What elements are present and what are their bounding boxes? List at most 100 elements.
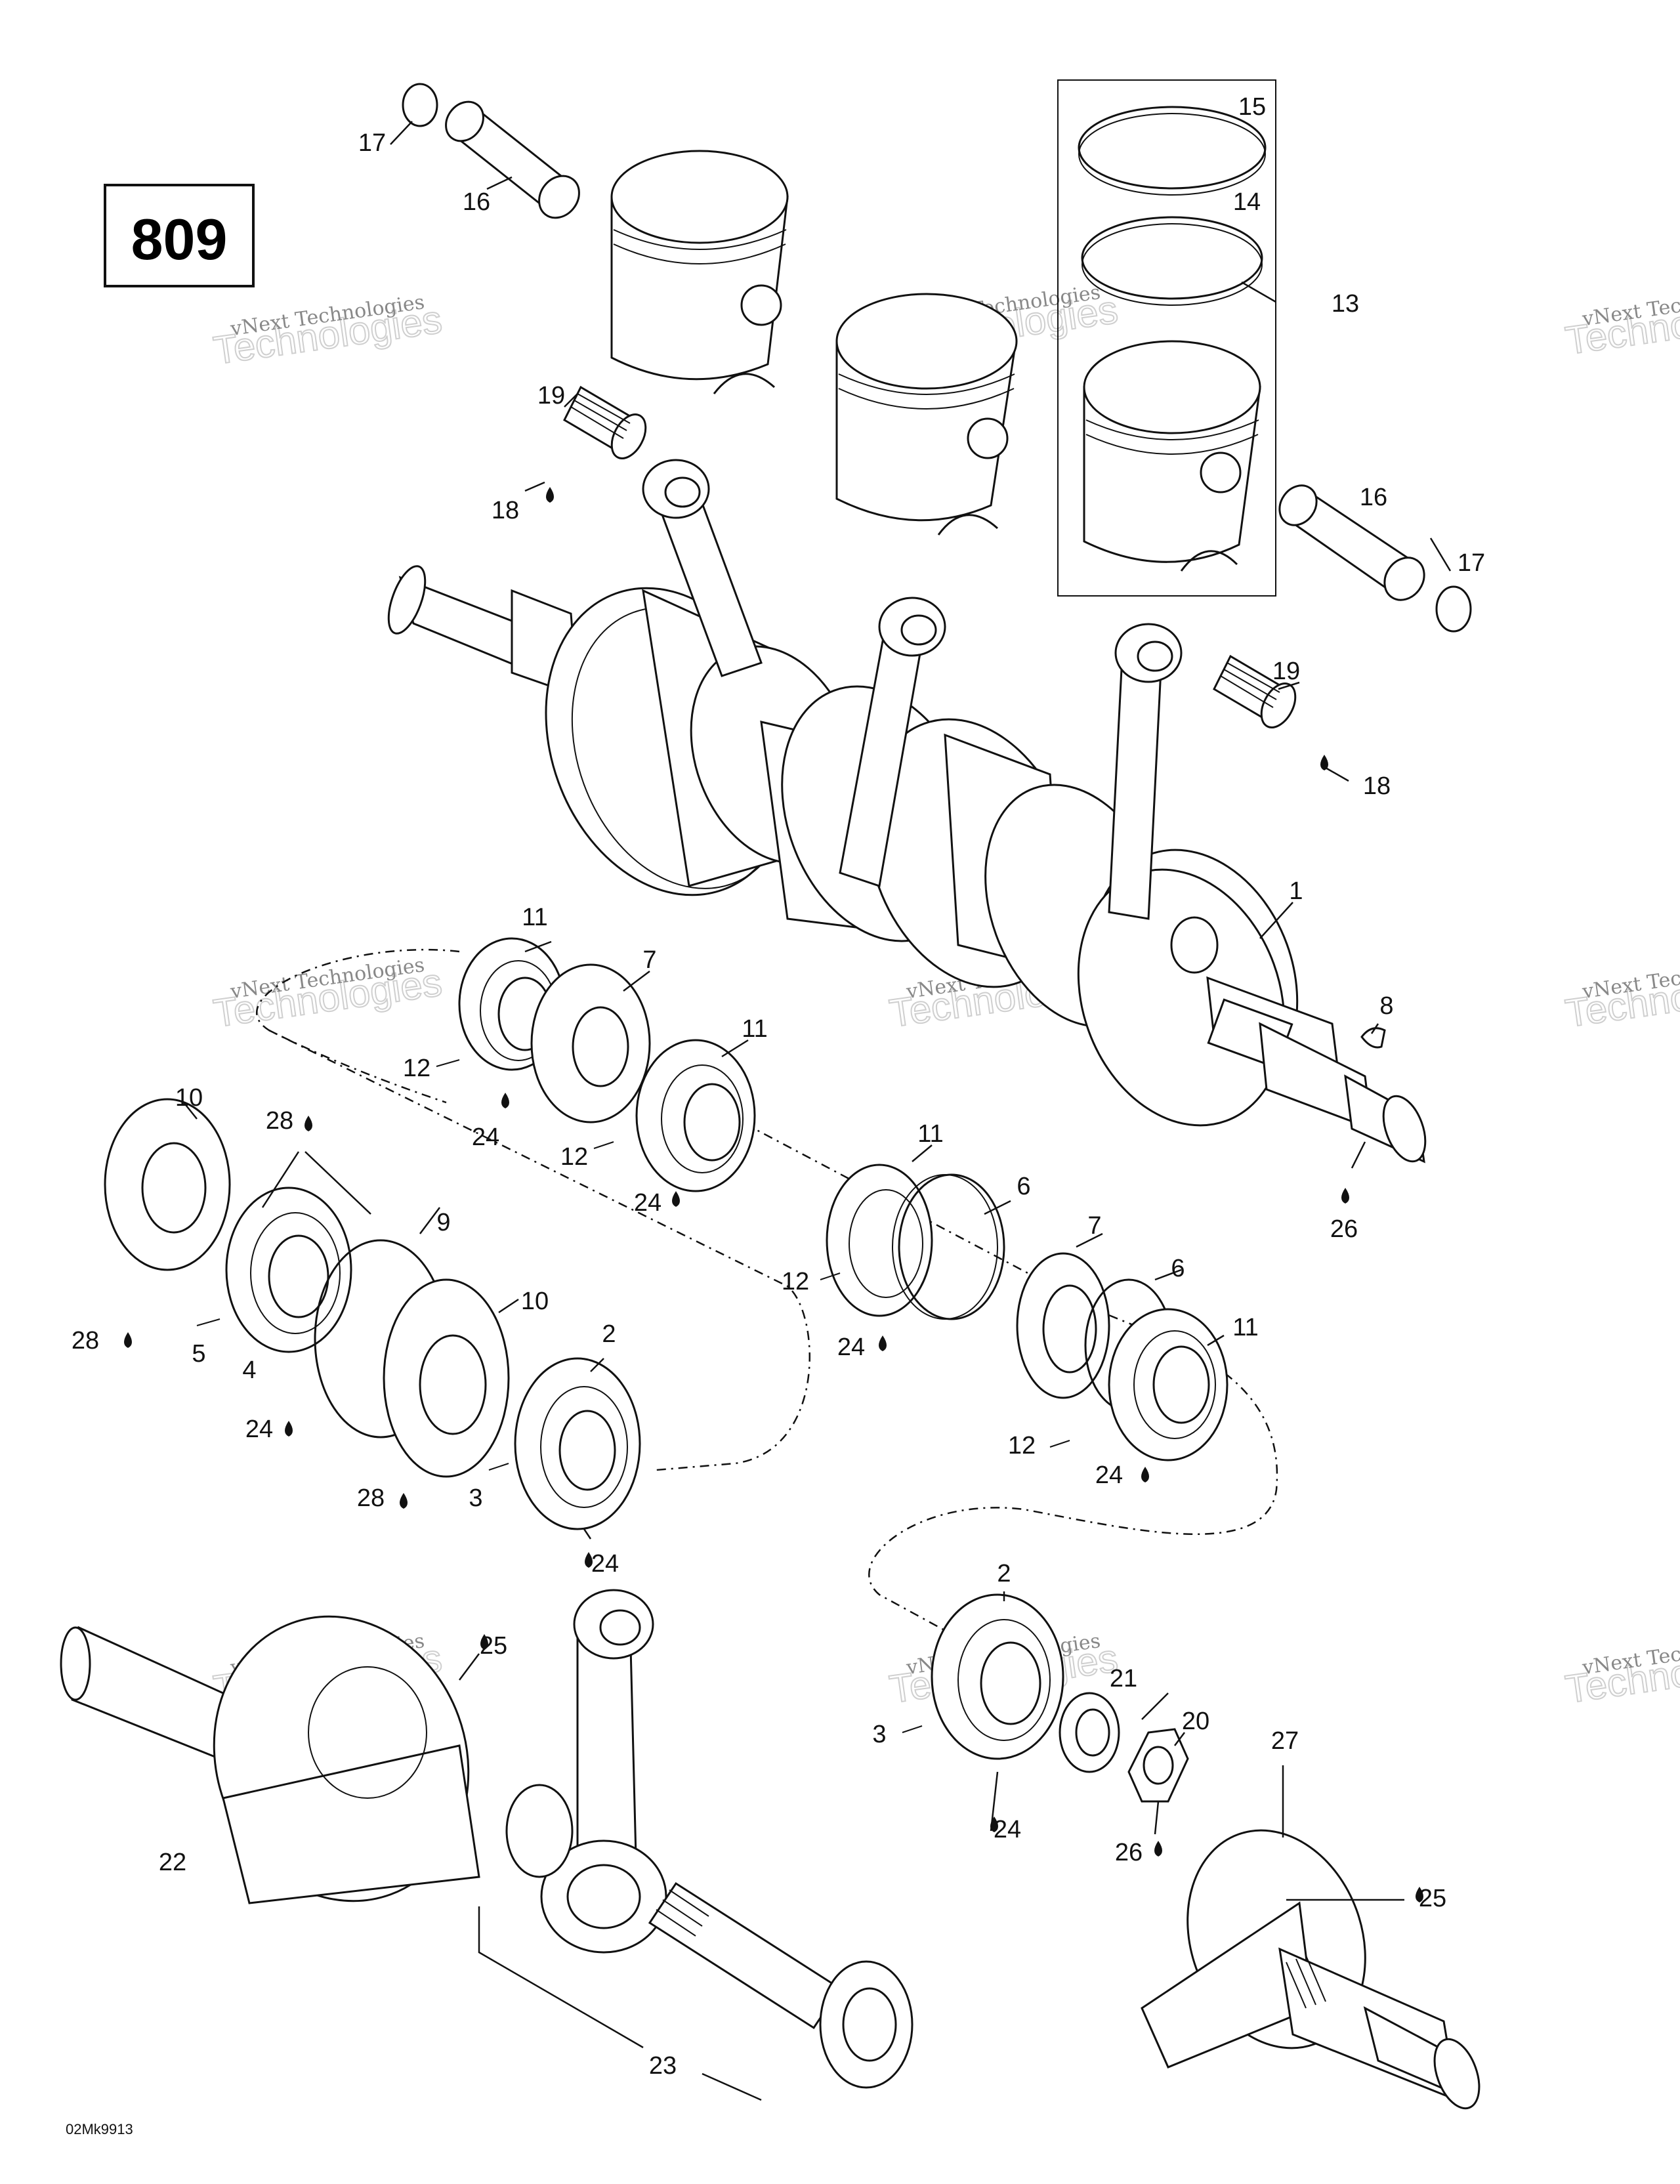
- callout-24: 24: [1095, 1461, 1123, 1489]
- callout-6: 6: [1017, 1173, 1030, 1200]
- callout-28: 28: [72, 1327, 99, 1354]
- callout-10: 10: [175, 1084, 203, 1112]
- callout-8: 8: [1379, 992, 1393, 1020]
- callout-15: 15: [1238, 93, 1266, 121]
- footer-code: 02Mk9913: [66, 2121, 133, 2137]
- circlip-17-top: [402, 83, 438, 127]
- callout-7: 7: [1087, 1212, 1101, 1240]
- callout-1: 1: [1289, 877, 1303, 905]
- piston-left: [610, 150, 789, 394]
- callout-21: 21: [1110, 1665, 1137, 1692]
- callout-11: 11: [1232, 1314, 1258, 1341]
- callout-26: 26: [1115, 1839, 1143, 1866]
- circlip-17-right: [1435, 585, 1472, 633]
- connecting-rod-middle: [839, 597, 946, 887]
- seal-7-a: [530, 963, 651, 1124]
- diagram-number: 809: [131, 207, 228, 272]
- piston-ring-15: [1078, 106, 1267, 196]
- washer-21: [1059, 1692, 1120, 1773]
- pins-group: [196, 1059, 1070, 1733]
- callout-11: 11: [522, 904, 547, 931]
- bearing-2-b: [931, 1593, 1064, 1760]
- callout-16: 16: [463, 188, 490, 216]
- connecting-rod-right: [1108, 623, 1183, 920]
- seal-7-b: [1016, 1252, 1110, 1399]
- watermark: Technologies vNext Technologies: [1562, 1629, 1680, 1712]
- callout-17: 17: [1458, 549, 1485, 577]
- callout-27: 27: [1271, 1727, 1299, 1755]
- seal-10-b: [383, 1278, 510, 1478]
- diagram-number-box: 809: [104, 184, 255, 287]
- callout-16: 16: [1360, 484, 1387, 511]
- piston-pin-16-top: [445, 100, 580, 219]
- callout-10: 10: [521, 1288, 549, 1315]
- callout-24: 24: [591, 1550, 619, 1578]
- bearing-11-c: [826, 1164, 933, 1317]
- watermark: Technologies vNext Technologies: [1562, 954, 1680, 1036]
- needle-bearing-19-left: [563, 385, 647, 459]
- callout-19: 19: [537, 382, 565, 410]
- needle-bearing-19-right: [1213, 654, 1297, 728]
- piston-middle: [835, 293, 1018, 536]
- callout-23: 23: [649, 2052, 677, 2080]
- callout-18: 18: [1363, 772, 1391, 800]
- callout-18: 18: [492, 497, 519, 524]
- bearing-2-a: [514, 1357, 641, 1530]
- callout-6: 6: [1171, 1255, 1185, 1282]
- crankshaft-half-27: [1141, 1829, 1480, 2110]
- callout-14: 14: [1233, 188, 1261, 216]
- watermark: Technologies vNext Technologies: [210, 291, 445, 373]
- callout-28: 28: [266, 1107, 293, 1135]
- ring-6-a: [892, 1173, 1005, 1320]
- callout-11: 11: [917, 1120, 943, 1148]
- callout-3: 3: [469, 1484, 482, 1512]
- crankshaft-half-22: [60, 1615, 480, 1904]
- piston-pin-16-right: [1278, 484, 1425, 601]
- callout-24: 24: [837, 1334, 865, 1361]
- callout-24: 24: [994, 1816, 1021, 1843]
- callout-7: 7: [642, 946, 656, 974]
- nut-20: [1127, 1728, 1189, 1803]
- callout-12: 12: [403, 1055, 430, 1082]
- callout-9: 9: [436, 1209, 450, 1236]
- piston-kit-box: [1057, 79, 1276, 597]
- callout-20: 20: [1182, 1708, 1209, 1735]
- callout-2: 2: [997, 1560, 1011, 1587]
- callout-24: 24: [245, 1416, 273, 1443]
- watermark: Technologies vNext Technologies: [1562, 281, 1680, 364]
- callout-4: 4: [242, 1356, 256, 1384]
- callout-24: 24: [634, 1189, 662, 1217]
- bracket-23: [478, 1906, 762, 2101]
- callout-11: 11: [742, 1015, 767, 1043]
- bearing-4: [225, 1186, 352, 1353]
- bearing-11-b: [635, 1039, 756, 1192]
- callout-labels: 1223345667789101011111111121212121314151…: [72, 93, 1485, 2080]
- leader-lines: [183, 121, 1452, 1901]
- callout-19: 19: [1272, 658, 1300, 685]
- callout-24: 24: [472, 1124, 499, 1151]
- callout-25: 25: [480, 1632, 507, 1660]
- connecting-rod-assembly-23: [505, 1589, 914, 2089]
- callout-12: 12: [1008, 1432, 1036, 1460]
- connecting-rod-left: [642, 459, 763, 677]
- callout-5: 5: [192, 1340, 205, 1368]
- callout-12: 12: [560, 1143, 588, 1171]
- piston-kit: [1083, 340, 1261, 572]
- callout-22: 22: [159, 1849, 186, 1876]
- seal-10-a: [104, 1098, 231, 1271]
- bracket-28: [261, 1151, 371, 1215]
- piston-ring-14: [1081, 216, 1263, 306]
- callout-13: 13: [1332, 290, 1359, 318]
- lubricant-drops: [124, 487, 1423, 1902]
- callout-26: 26: [1330, 1215, 1358, 1243]
- bearing-11-d: [1108, 1308, 1228, 1461]
- woodruff-key-8: [1360, 1027, 1386, 1049]
- callout-3: 3: [872, 1721, 886, 1748]
- callout-28: 28: [357, 1484, 385, 1512]
- assembly-line-upper: [256, 948, 460, 1104]
- callout-17: 17: [358, 129, 386, 157]
- assembly-line-lower: [268, 1029, 810, 1471]
- callout-12: 12: [782, 1268, 809, 1295]
- callout-2: 2: [602, 1320, 616, 1348]
